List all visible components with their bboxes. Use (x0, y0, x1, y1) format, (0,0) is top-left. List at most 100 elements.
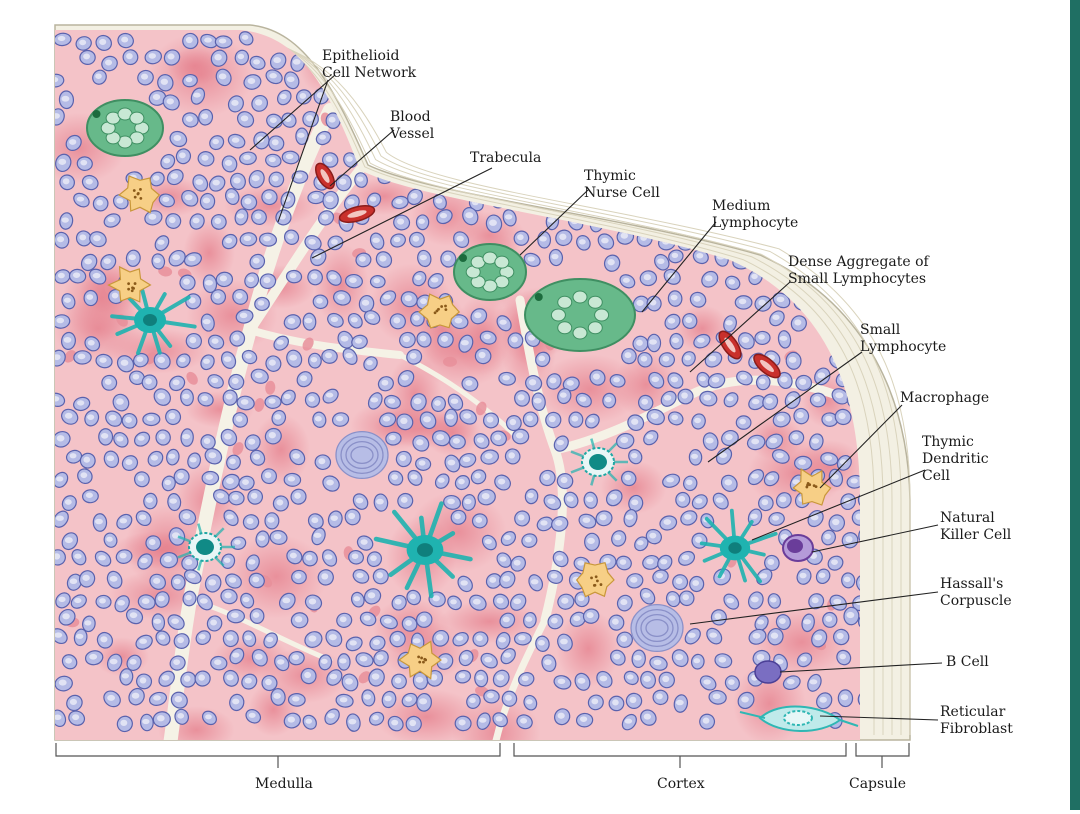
lymphocyte (700, 107, 717, 125)
lymphocyte (568, 131, 585, 148)
thymic-dendritic-cell (373, 501, 473, 599)
lymphocyte (512, 30, 529, 46)
lymphocyte (715, 94, 733, 109)
blood-vessel (718, 330, 742, 360)
lymphocyte (767, 231, 782, 249)
lymphocyte (863, 130, 876, 145)
lymphocyte (533, 32, 549, 48)
lymphocyte (474, 34, 492, 50)
lymphocyte (562, 53, 579, 70)
lymphocyte (721, 154, 739, 169)
lymphocyte (685, 149, 703, 165)
lymphocyte (588, 56, 606, 71)
lymphocyte (741, 30, 758, 47)
lymphocyte (772, 87, 789, 105)
lymphocyte (734, 93, 748, 110)
lymphocyte (737, 168, 753, 187)
lymphocyte (806, 155, 822, 173)
lymphocyte (775, 169, 793, 184)
lymphocyte (603, 150, 618, 167)
lymphocyte (515, 69, 534, 85)
lymphocyte (684, 109, 699, 127)
lymphocyte (658, 69, 674, 85)
lymphocyte (782, 233, 799, 251)
lymphocyte (579, 148, 595, 166)
leader-line (779, 662, 943, 673)
lymphocyte (721, 75, 738, 93)
cortex-bracket (513, 743, 847, 757)
natural-killer-cell (782, 534, 814, 562)
leader-line (689, 591, 939, 625)
macrophage (792, 468, 832, 506)
lymphocyte (662, 148, 679, 165)
lymphocyte (618, 111, 635, 128)
lymphocyte (650, 88, 666, 108)
lymphocyte (620, 30, 635, 46)
lymphocyte (522, 49, 537, 67)
lymphocyte (801, 87, 817, 105)
lymphocyte (625, 90, 641, 106)
leader-line (329, 129, 395, 187)
leader-line (819, 715, 939, 721)
lymphocyte (548, 134, 565, 151)
lymphocyte (343, 32, 362, 48)
lymphocyte (483, 52, 500, 69)
lymphocyte (653, 128, 671, 144)
lymphocyte (433, 36, 449, 52)
blood-vessels (314, 162, 781, 379)
lymphocyte (662, 31, 679, 50)
lymphocyte (403, 92, 418, 109)
lymphocyte (421, 48, 438, 65)
lymphocyte (671, 48, 687, 67)
thymic-dendritic-cell (110, 288, 197, 356)
slide-side-bar (1070, 0, 1080, 810)
medulla-bracket (55, 743, 501, 757)
lymphocyte (599, 74, 615, 89)
lymphocyte (758, 54, 775, 72)
lymphocyte (649, 52, 665, 69)
thymic-nurse-cell (453, 243, 527, 301)
region-medulla: Medulla (255, 776, 313, 792)
macrophage (418, 293, 461, 329)
lymphocyte (690, 169, 705, 188)
lymphocyte (641, 30, 658, 47)
lymphocyte (687, 94, 705, 109)
lymphocyte (532, 75, 548, 92)
lymphocyte (791, 111, 807, 129)
leader-line (641, 221, 717, 313)
lymphocyte (835, 132, 851, 150)
lymphocyte (457, 131, 472, 148)
lymphocyte (722, 34, 738, 49)
lymphocyte (862, 47, 882, 65)
macrophage (575, 561, 615, 598)
trabecula (491, 616, 549, 740)
lymphocyte (793, 132, 809, 148)
leader-line (819, 404, 903, 489)
lymphocyte (557, 108, 575, 126)
lymphocyte (714, 49, 730, 66)
lymphocyte (490, 74, 507, 90)
lymphocyte (842, 290, 860, 306)
lymphocyte (704, 36, 720, 52)
lymphocyte (772, 129, 789, 146)
leader-line (689, 281, 791, 373)
trabecula (246, 326, 404, 359)
lymphocyte (614, 151, 631, 168)
lymphocyte (843, 54, 858, 73)
leader-line (811, 524, 939, 553)
lymphocyte (749, 87, 768, 105)
blood-vessel (338, 205, 376, 223)
lymphocyte (838, 173, 858, 188)
region-cortex: Cortex (657, 776, 705, 792)
macrophage (398, 640, 442, 680)
lymphocyte (590, 134, 606, 150)
hassalls-corpuscle (630, 603, 684, 653)
lymphocyte (804, 74, 822, 90)
lymphocyte (501, 132, 518, 152)
macrophage (118, 175, 161, 214)
